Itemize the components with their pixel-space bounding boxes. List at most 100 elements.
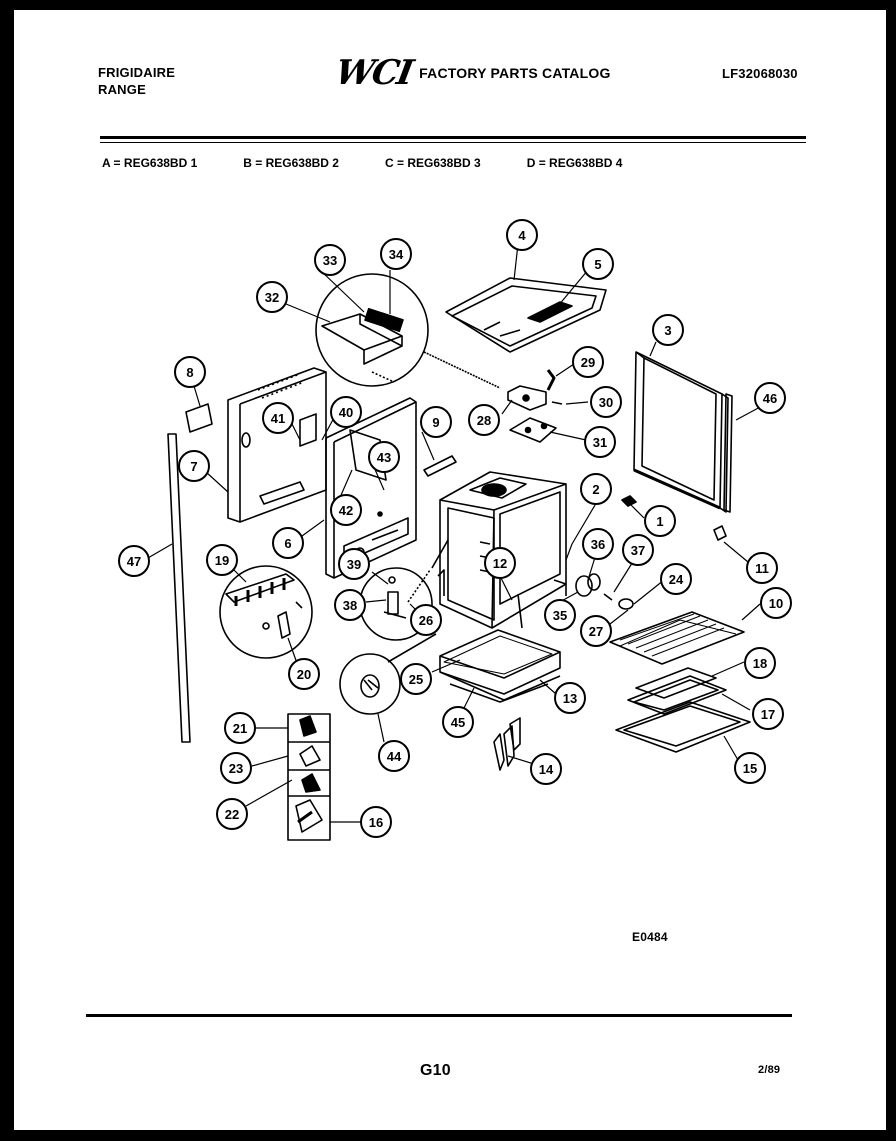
bracket-part <box>423 455 457 477</box>
callout-circle <box>760 587 792 619</box>
callout-label: 41 <box>271 411 285 426</box>
callout-label: 9 <box>432 415 439 430</box>
callout-9: 9 <box>420 406 452 438</box>
callout-label: 16 <box>369 815 383 830</box>
callout-label: 46 <box>763 391 777 406</box>
callout-label: 14 <box>539 762 554 777</box>
callout-32: 32 <box>256 281 288 313</box>
callout-7: 7 <box>178 450 210 482</box>
callout-circle <box>338 548 370 580</box>
callout-circle <box>330 494 362 526</box>
callout-label: 21 <box>233 721 247 736</box>
callout-29: 29 <box>572 346 604 378</box>
callout-circle <box>224 712 256 744</box>
callout-33: 33 <box>314 244 346 276</box>
callout-circle <box>752 698 784 730</box>
callout-label: 39 <box>347 557 361 572</box>
callout-circle <box>334 589 366 621</box>
callout-label: 10 <box>769 596 783 611</box>
catalog-heading: WCI FACTORY PARTS CATALOG <box>332 53 611 93</box>
callout-circle <box>262 402 294 434</box>
callout-circle <box>288 658 320 690</box>
callout-label: 43 <box>377 450 391 465</box>
callout-2: 2 <box>580 473 612 505</box>
callout-circle <box>744 647 776 679</box>
callout-circle <box>580 615 612 647</box>
callout-circle <box>554 682 586 714</box>
callout-18: 18 <box>744 647 776 679</box>
callout-circle <box>256 281 288 313</box>
callout-circle <box>206 544 238 576</box>
burner-cap-part <box>339 633 437 715</box>
callout-circle <box>590 386 622 418</box>
callout-label: 35 <box>553 608 567 623</box>
detail-circle <box>315 273 501 389</box>
callout-44: 44 <box>378 740 410 772</box>
callout-label: 31 <box>593 435 607 450</box>
callout-label: 33 <box>323 253 337 268</box>
callout-17: 17 <box>752 698 784 730</box>
callout-circle <box>580 473 612 505</box>
side-trim-part <box>723 393 733 513</box>
callout-circle <box>652 314 684 346</box>
callout-label: 18 <box>753 656 767 671</box>
callout-label: 47 <box>127 554 141 569</box>
model-list: A = REG638BD 1 B = REG638BD 2 C = REG638… <box>102 156 668 170</box>
callout-35: 35 <box>544 599 576 631</box>
callout-label: 24 <box>669 572 684 587</box>
callout-20: 20 <box>288 658 320 690</box>
callout-41: 41 <box>262 402 294 434</box>
callout-27: 27 <box>580 615 612 647</box>
callout-40: 40 <box>330 396 362 428</box>
callout-label: 23 <box>229 761 243 776</box>
callout-circle <box>506 219 538 251</box>
callout-label: 36 <box>591 537 605 552</box>
callout-36: 36 <box>582 528 614 560</box>
callout-circle <box>484 547 516 579</box>
catalog-number: LF32068030 <box>722 66 798 81</box>
callout-circle <box>174 356 206 388</box>
callout-label: 22 <box>225 807 239 822</box>
callout-label: 17 <box>761 707 775 722</box>
callout-16: 16 <box>360 806 392 838</box>
callout-circle <box>544 599 576 631</box>
callout-24: 24 <box>660 563 692 595</box>
callout-label: 15 <box>743 761 757 776</box>
callout-circle <box>582 528 614 560</box>
callout-circle <box>754 382 786 414</box>
callout-label: 2 <box>592 482 599 497</box>
callout-8: 8 <box>174 356 206 388</box>
callout-label: 25 <box>409 672 423 687</box>
callout-label: 4 <box>518 228 526 243</box>
callout-label: 27 <box>589 624 603 639</box>
callout-circle <box>660 563 692 595</box>
callout-23: 23 <box>220 752 252 784</box>
callout-30: 30 <box>590 386 622 418</box>
diagram-code: E0484 <box>632 930 668 944</box>
callout-circle <box>368 441 400 473</box>
callout-label: 20 <box>297 667 311 682</box>
detail-circle-hinge <box>219 565 313 659</box>
callout-46: 46 <box>754 382 786 414</box>
callout-label: 5 <box>594 257 601 272</box>
side-trim-strip <box>167 433 191 743</box>
callout-label: 34 <box>389 247 404 262</box>
callout-25: 25 <box>400 663 432 695</box>
callout-circle <box>582 248 614 280</box>
callout-45: 45 <box>442 706 474 738</box>
callout-label: 13 <box>563 691 577 706</box>
back-panel <box>227 367 327 523</box>
callout-circle <box>644 505 676 537</box>
callout-label: 44 <box>387 749 402 764</box>
page-number: G10 <box>420 1062 451 1079</box>
knob-parts <box>517 573 634 629</box>
callout-11: 11 <box>746 552 778 584</box>
date-code: 2/89 <box>758 1064 781 1076</box>
callout-4: 4 <box>506 219 538 251</box>
callout-label: 3 <box>664 323 671 338</box>
callout-circle <box>220 752 252 784</box>
callout-circle <box>178 450 210 482</box>
